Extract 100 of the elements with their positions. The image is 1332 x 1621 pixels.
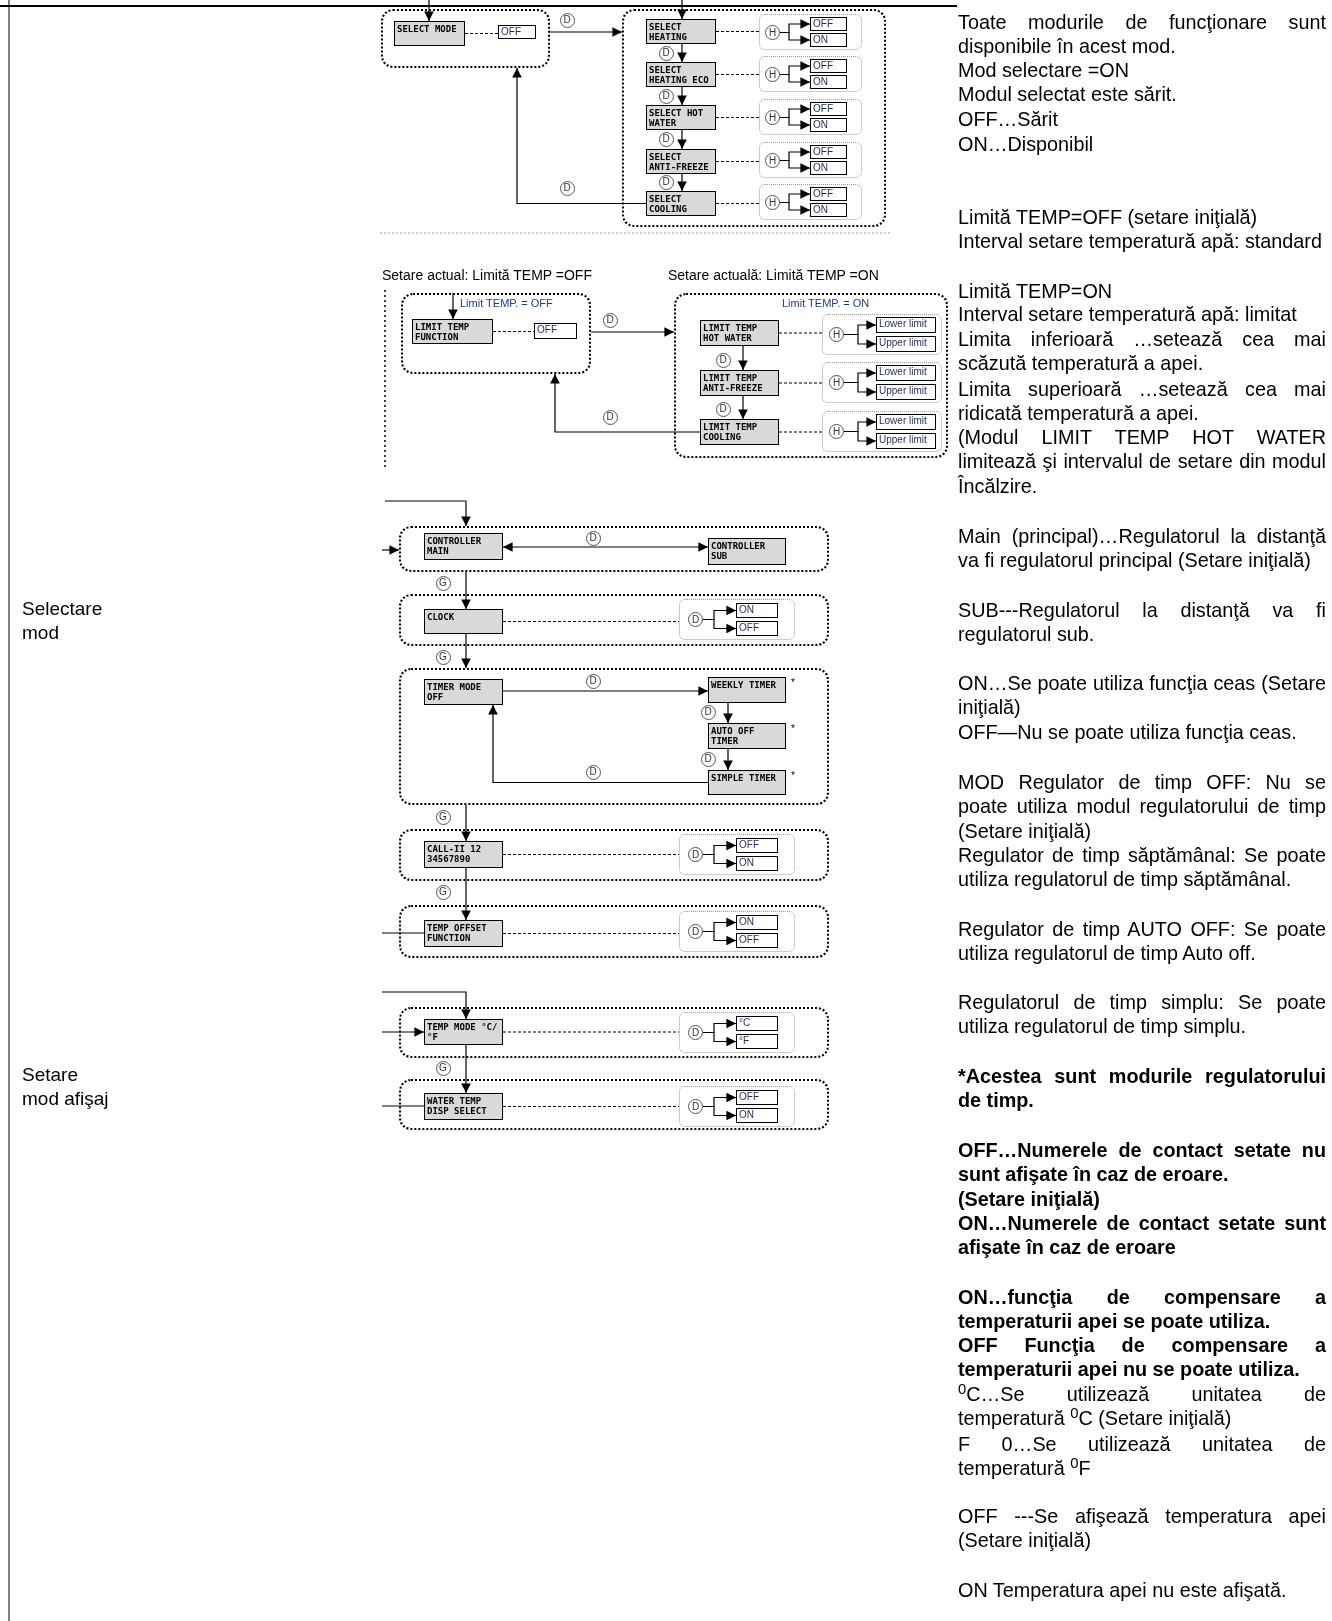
arrow	[702, 618, 737, 634]
option-box: ON	[736, 856, 778, 871]
lcd-display: LIMIT TEMP HOT WATER	[700, 320, 779, 346]
arrow	[738, 395, 748, 420]
note-text: Interval setare temperatură apă: limitat	[958, 302, 1298, 327]
edge-label: D	[658, 45, 674, 61]
lcd-display: CONTROLLER SUB	[708, 538, 786, 565]
lcd-display: SELECT MODE	[394, 21, 465, 46]
option-box: ON	[810, 118, 847, 132]
option-box: ON	[810, 203, 847, 217]
note-text: Main (principal)…Regulatorul la distanţă va fi regulatorul principal (Setare iniţială)	[958, 524, 1326, 573]
lcd-display: TEMP MODE °C/°F	[424, 1019, 503, 1045]
arrow	[461, 571, 471, 610]
lcd-display: LIMIT TEMP ANTI-FREEZE	[700, 370, 779, 396]
arrow	[384, 500, 471, 527]
group-frame	[622, 9, 886, 227]
edge-label: D	[602, 409, 618, 425]
group-frame	[401, 293, 591, 374]
lcd-display: LIMIT TEMP FUNCTION	[412, 319, 493, 344]
arrow	[550, 373, 701, 433]
option-box: ON	[810, 33, 847, 47]
lcd-display: WEEKLY TIMER	[708, 677, 786, 703]
edge-label: D	[585, 764, 601, 780]
dashed-line	[715, 203, 760, 204]
lcd-display: LIMIT TEMP COOLING	[700, 419, 779, 445]
note-text: OFF Funcţia de compensare a temperaturii apei nu se poate utiliza.	[958, 1333, 1326, 1382]
lcd-display: AUTO OFF TIMER	[708, 723, 786, 749]
note-text: Limită TEMP=ON	[958, 279, 1114, 304]
row-label: Setare mod afişaj	[22, 1063, 110, 1111]
arrow	[381, 545, 400, 555]
lcd-display: CALL-II 12 34567890	[424, 841, 503, 868]
dashed-line	[715, 31, 760, 32]
group-title: Limit TEMP. = ON	[782, 297, 870, 310]
arrow	[677, 86, 687, 106]
note-text: ON…funcţia de compensare a temperaturii apei se poate utiliza.	[958, 1285, 1326, 1334]
arrow	[843, 333, 877, 349]
arrow	[677, 173, 687, 192]
arrow	[461, 867, 471, 921]
dashed-line	[502, 621, 680, 622]
arrow	[461, 804, 471, 842]
lcd-display: SELECT HOT WATER	[646, 105, 716, 130]
arrow	[702, 1031, 737, 1047]
arrow	[677, 43, 687, 63]
note-text: $^{0}$C…Se utilizează unitatea de temperatură $^{0}$C (Setare iniţială)	[958, 1382, 1326, 1431]
note-text: Regulator de timp AUTO OFF: Se poate utiliza regulatorul de timp Auto off.	[958, 917, 1326, 966]
note-text: (Modul LIMIT TEMP HOT WATER limitează şi intervalul de setare din modul Încălzire.	[958, 425, 1326, 499]
option-box: OFF	[736, 1090, 778, 1105]
dashed-line	[502, 1106, 680, 1107]
arrow	[448, 292, 458, 320]
arrow	[702, 853, 737, 869]
note-text: ON Temperatura apei nu este afişată.	[958, 1578, 1288, 1603]
note-text: Modul selectat este sărit.	[958, 82, 1178, 107]
arrow	[677, 0, 687, 20]
footnote-mark: *	[791, 771, 795, 781]
edge-label: G	[435, 575, 451, 591]
connector-line	[381, 1105, 425, 1107]
group-title: Limit TEMP. = OFF	[460, 297, 553, 310]
connector-line	[381, 932, 425, 934]
arrow	[723, 748, 733, 771]
option-box: OFF	[810, 59, 847, 73]
arrow	[424, 0, 434, 22]
edge-label: D	[658, 174, 674, 190]
option-box: Upper limit	[876, 384, 936, 400]
arrow	[502, 686, 709, 696]
note-text: Interval setare temperatură apă: standard	[958, 229, 1323, 254]
option-box: OFF	[736, 838, 778, 853]
note-text: Toate modurile de funcţionare sunt disponibile în acest mod.	[958, 10, 1326, 59]
note-text: OFF—Nu se poate utiliza funcţia ceas.	[958, 720, 1298, 745]
arrow	[461, 633, 471, 669]
section-heading: Setare actual: Limită TEMP =OFF	[382, 266, 593, 284]
group-frame	[381, 9, 550, 68]
edge-label: D	[658, 88, 674, 104]
lcd-display: WATER TEMP DISP SELECT	[424, 1093, 503, 1120]
arrow	[512, 67, 647, 205]
edge-label: D	[700, 751, 716, 767]
group-frame	[399, 905, 829, 958]
dashed-line	[778, 431, 823, 433]
arrow	[461, 1044, 471, 1094]
option-box: OFF	[736, 621, 778, 636]
edge-label: D	[658, 131, 674, 147]
note-text: Limită TEMP=OFF (setare iniţială)	[958, 205, 1259, 230]
edge-label: D	[602, 312, 618, 328]
arrow	[702, 1105, 737, 1121]
option-box: Lower limit	[876, 317, 936, 333]
group-frame	[399, 594, 829, 646]
option-box: ON	[736, 1108, 778, 1123]
arrow	[677, 129, 687, 150]
lcd-display: SELECT HEATING ECO	[646, 62, 716, 87]
group-frame	[399, 829, 829, 881]
option-box: OFF	[810, 145, 847, 159]
dashed-line	[778, 382, 823, 384]
note-text: F 0…Se utilizează unitatea de temperatură $^{0}$F	[958, 1432, 1326, 1481]
arrow	[381, 1027, 425, 1037]
arrow	[843, 381, 877, 397]
lcd-display: SIMPLE TIMER	[708, 770, 786, 795]
option-box: OFF	[810, 102, 847, 116]
option-box: °C	[736, 1016, 778, 1031]
note-text: OFF…Numerele de contact setate nu sunt afişate în caz de eroare.	[958, 1138, 1326, 1187]
arrow	[843, 430, 877, 446]
dashed-line	[502, 933, 680, 934]
